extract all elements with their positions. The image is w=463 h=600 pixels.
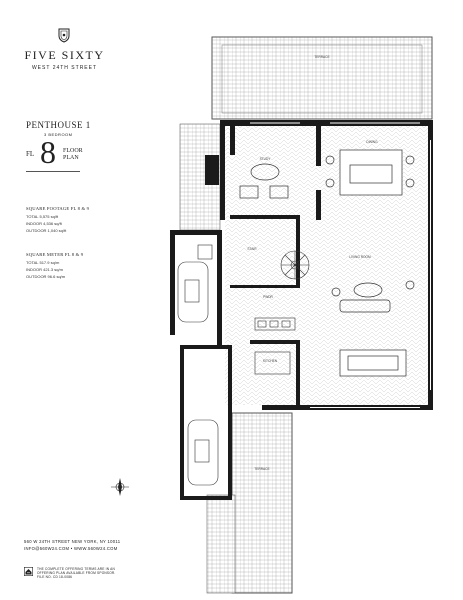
floor-plan-label: FLOOR PLAN <box>63 148 83 162</box>
study-furniture <box>239 163 289 199</box>
sqft-outdoor: OUTDOOR 1,040 sq/ft <box>26 228 67 233</box>
room-terrace-top: TERRACE <box>314 55 329 59</box>
room-terrace-bottom: TERRACE <box>254 467 269 471</box>
unit-subtitle: 3 BEDROOM <box>44 132 73 137</box>
sqm-total: TOTAL 517.9 sq/m <box>26 260 60 265</box>
footer-address: 560 W 24TH STREET NEW YORK, NY 10011 <box>24 539 121 544</box>
disclaimer-line-3: FILE NO. CD 18-0086 <box>37 575 73 579</box>
dining-furniture <box>325 149 415 196</box>
sqft-total: TOTAL 5,575 sq/ft <box>26 214 59 219</box>
top-terrace <box>211 36 433 120</box>
bottom-left-terrace <box>206 494 236 594</box>
disclaimer-line-1: THE COMPLETE OFFERING TERMS ARE IN AN <box>37 567 116 571</box>
spiral-stair <box>280 250 310 280</box>
living-furniture <box>331 280 415 377</box>
floor-number: 8 <box>40 134 56 170</box>
unit-title: PENTHOUSE 1 <box>26 120 91 130</box>
sqm-indoor: INDOOR 421.3 sq/m <box>26 267 63 272</box>
room-living: LIVING ROOM <box>349 255 371 259</box>
sqft-heading: SQUARE FOOTAGE FL 8 & 9 <box>26 206 90 211</box>
brand-street: WEST 24TH STREET <box>31 65 98 71</box>
sqm-outdoor: OUTDOOR 96.6 sq/m <box>26 274 66 279</box>
crest-icon <box>58 28 70 43</box>
room-dining: DINING <box>366 140 378 144</box>
sqm-heading: SQUARE METER FL 8 & 9 <box>26 252 84 257</box>
kitchen <box>254 317 296 375</box>
disclaimer-line-2: OFFERING PLAN AVAILABLE FROM SPONSOR. <box>37 571 116 575</box>
bottom-terrace <box>231 412 293 594</box>
room-kitchen: KITCHEN <box>263 359 278 363</box>
divider <box>26 171 80 172</box>
fl-label: FL <box>26 150 35 158</box>
plan-word: PLAN <box>63 155 79 161</box>
room-study: STUDY <box>260 157 272 161</box>
equal-housing-icon <box>24 567 33 576</box>
north-arrow-icon <box>111 478 129 496</box>
floor-word: FLOOR <box>63 148 83 154</box>
elevator-core <box>177 244 219 486</box>
room-stair: STAIR <box>247 247 257 251</box>
sqft-indoor: INDOOR 4,536 sq/ft <box>26 221 62 226</box>
brand-name: FIVE SIXTY <box>24 48 105 62</box>
footer-contact: INFO@560W24.COM • WWW.560W24.COM <box>24 546 118 551</box>
room-powder: PWDR <box>263 295 273 299</box>
